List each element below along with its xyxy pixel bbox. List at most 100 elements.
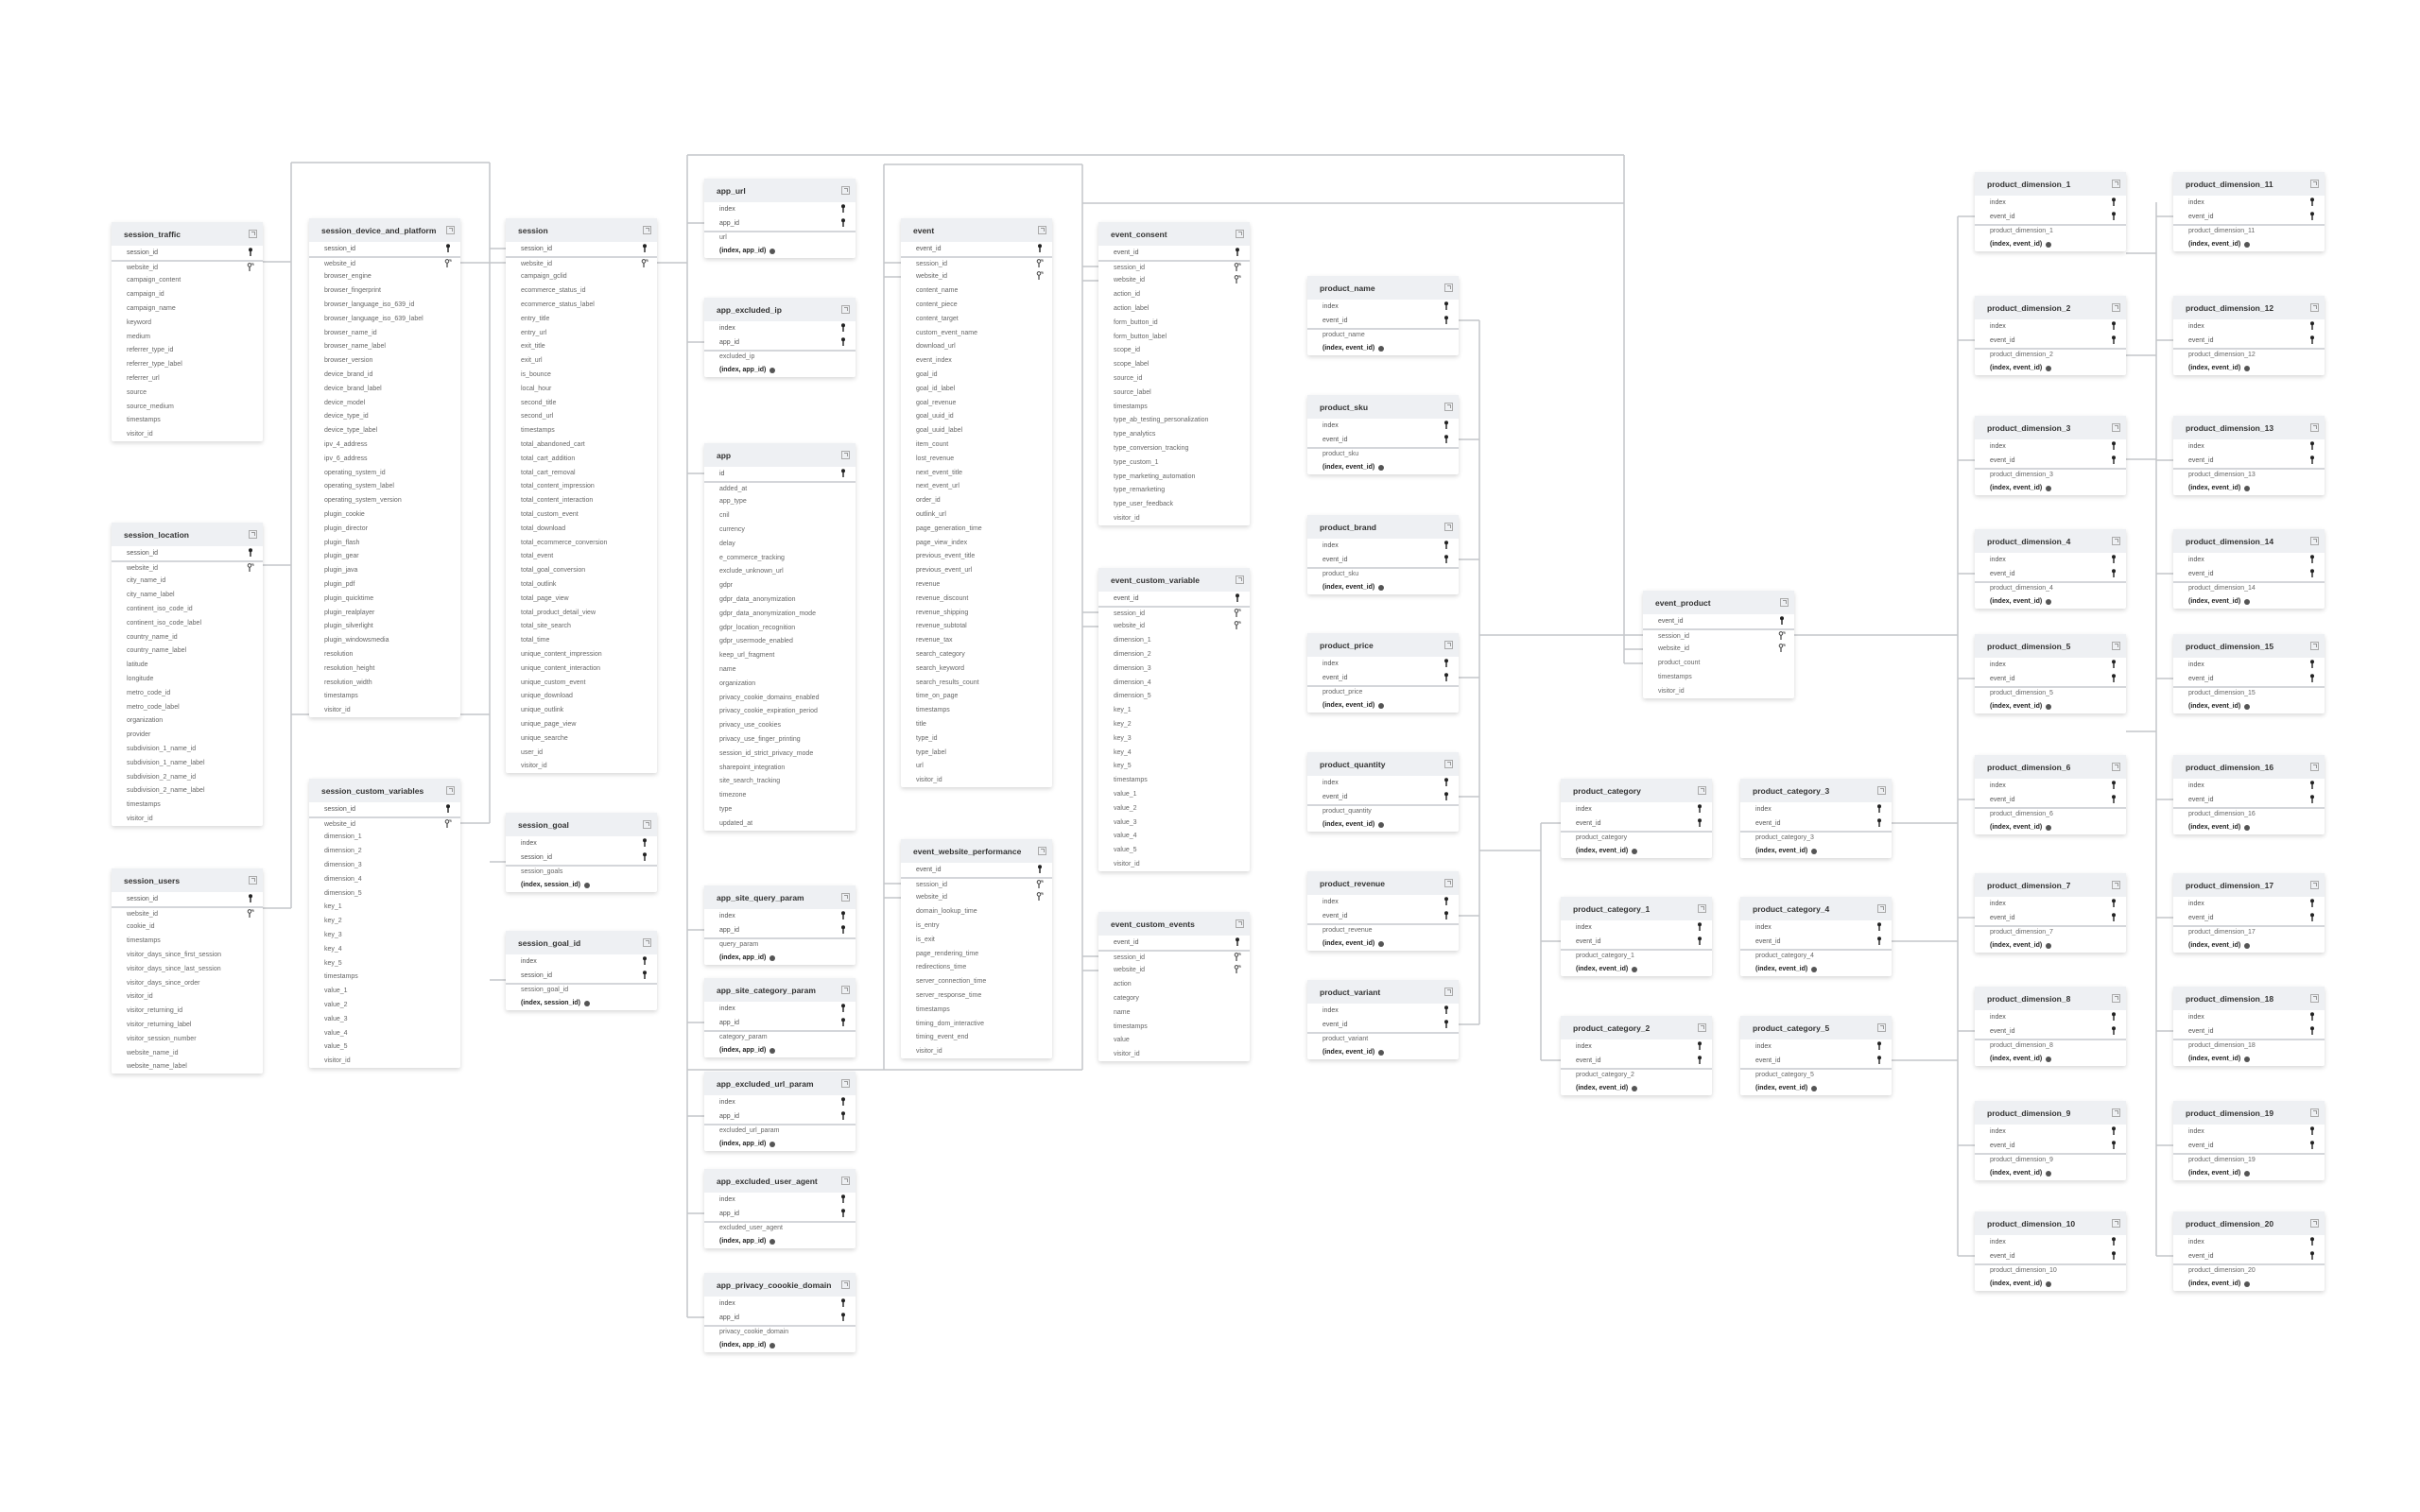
column-row[interactable]: dimension_5 [1098,690,1250,704]
column-row[interactable]: resolution [309,647,460,662]
open-table-icon[interactable] [2310,180,2319,188]
column-row[interactable]: (index, app_id) [704,244,856,258]
column-row[interactable]: product_dimension_18 [2173,1038,2325,1053]
column-row[interactable]: ecommerce_status_label [506,298,657,312]
column-row[interactable]: action_id [1098,287,1250,301]
column-row[interactable]: unique_content_interaction [506,662,657,676]
column-row[interactable]: cookie_id [112,920,263,935]
column-row[interactable]: excluded_url_param [704,1123,856,1138]
column-row[interactable]: event_id [1975,454,2126,468]
column-row[interactable]: event_id [1098,936,1250,950]
open-table-icon[interactable] [841,305,850,314]
column-row[interactable]: gdpr_location_recognition [704,621,856,635]
column-row[interactable]: (index, event_id) [1740,1081,1892,1095]
column-row[interactable]: visitor_id [1643,684,1794,698]
info-icon[interactable] [2244,824,2251,831]
info-icon[interactable] [2244,1056,2251,1062]
column-row[interactable]: visitor_id [112,990,263,1005]
column-row[interactable]: revenue_discount [901,592,1052,606]
info-icon[interactable] [2046,1280,2052,1287]
column-row[interactable]: plugin_quicktime [309,592,460,606]
column-row[interactable]: goal_revenue [901,396,1052,410]
column-row[interactable]: source_medium [112,400,263,414]
column-row[interactable]: (index, app_id) [704,1338,856,1352]
column-row[interactable]: domain_lookup_time [901,904,1052,919]
info-icon[interactable] [2046,241,2052,248]
column-row[interactable]: excluded_user_agent [704,1220,856,1235]
open-table-icon[interactable] [2310,881,2319,889]
column-row[interactable]: product_dimension_14 [2173,580,2325,595]
column-row[interactable]: event_id [2173,1024,2325,1039]
column-row[interactable]: lost_revenue [901,452,1052,466]
column-row[interactable]: title [901,717,1052,731]
column-row[interactable]: website_id [309,816,460,831]
info-icon[interactable] [769,1141,776,1147]
column-row[interactable]: event_id [1307,433,1459,447]
column-row[interactable]: event_id [1740,816,1892,831]
column-row[interactable]: timestamps [1098,1020,1250,1034]
info-icon[interactable] [1378,821,1385,828]
column-row[interactable]: total_goal_conversion [506,563,657,577]
column-row[interactable]: (index, event_id) [1975,820,2126,834]
column-row[interactable]: value_5 [1098,843,1250,857]
column-row[interactable]: index [1740,920,1892,935]
column-row[interactable]: value_4 [1098,830,1250,844]
column-row[interactable]: (index, app_id) [704,1043,856,1057]
column-row[interactable]: total_page_view [506,592,657,606]
column-row[interactable]: delay [704,537,856,551]
column-row[interactable]: device_type_label [309,423,460,438]
column-row[interactable]: unique_custom_event [506,676,657,690]
column-row[interactable]: keyword [112,316,263,330]
column-row[interactable]: session_goals [506,864,657,879]
column-row[interactable]: event_id [1561,1054,1712,1068]
column-row[interactable]: url [901,759,1052,773]
column-row[interactable]: value_2 [1098,801,1250,816]
column-row[interactable]: dimension_4 [1098,676,1250,690]
column-row[interactable]: source_id [1098,371,1250,386]
column-row[interactable]: visitor_returning_label [112,1018,263,1032]
column-row[interactable]: search_keyword [901,662,1052,676]
column-row[interactable]: plugin_flash [309,536,460,550]
column-row[interactable]: time_on_page [901,690,1052,704]
column-row[interactable]: latitude [112,658,263,672]
column-row[interactable]: visitor_days_since_first_session [112,948,263,962]
column-row[interactable]: (index, event_id) [1975,237,2126,251]
column-row[interactable]: event_id [2173,1139,2325,1153]
column-row[interactable]: product_category_4 [1740,948,1892,963]
open-table-icon[interactable] [1877,786,1886,795]
column-row[interactable]: dimension_2 [309,844,460,858]
column-row[interactable]: index [2173,1010,2325,1024]
column-row[interactable]: (index, event_id) [1975,594,2126,609]
open-table-icon[interactable] [841,986,850,994]
column-row[interactable]: plugin_pdf [309,577,460,592]
open-table-icon[interactable] [1038,847,1046,855]
column-row[interactable]: value_4 [309,1026,460,1040]
info-icon[interactable] [769,1342,776,1349]
column-row[interactable]: index [704,1095,856,1109]
column-row[interactable]: revenue [901,577,1052,592]
column-row[interactable]: site_search_tracking [704,775,856,789]
column-row[interactable]: total_time [506,633,657,647]
column-row[interactable]: product_dimension_9 [1975,1152,2126,1167]
column-row[interactable]: (index, event_id) [1307,341,1459,355]
column-row[interactable]: index [2173,1125,2325,1139]
column-row[interactable]: added_at [704,480,856,495]
column-row[interactable]: exit_title [506,340,657,354]
column-row[interactable]: (index, event_id) [1975,361,2126,375]
column-row[interactable]: dimension_5 [309,886,460,901]
column-row[interactable]: index [1307,539,1459,553]
